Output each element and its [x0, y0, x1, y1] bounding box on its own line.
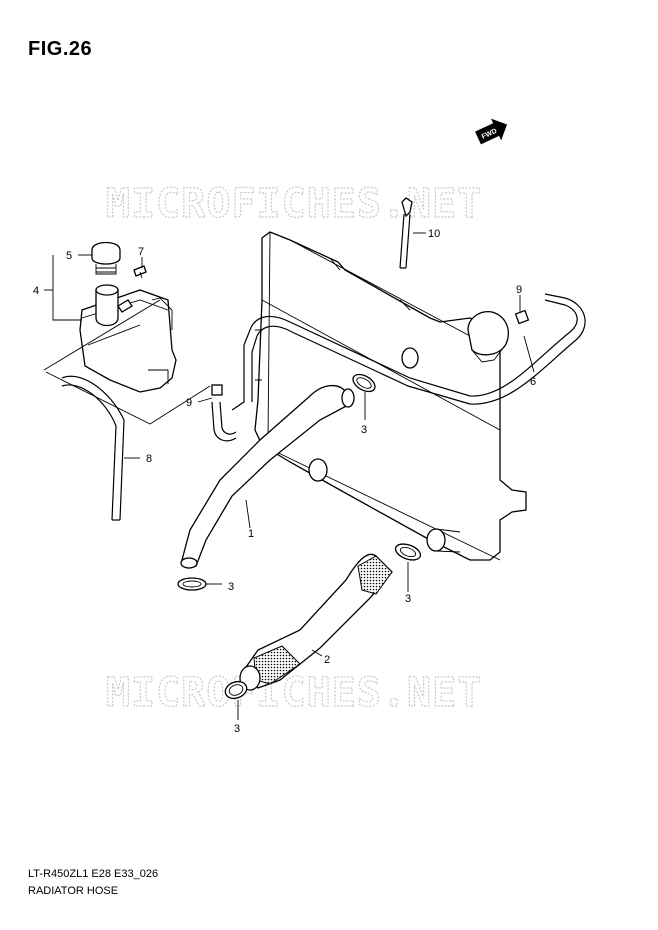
reservoir-tank [79, 284, 177, 393]
callout-3-left: 3 [228, 581, 234, 593]
tie-strap-10 [399, 197, 413, 269]
callout-9-left: 9 [186, 397, 192, 409]
callout-5: 5 [66, 250, 72, 262]
callout-6: 6 [530, 376, 536, 388]
diagram-name: RADIATOR HOSE [28, 885, 119, 897]
hose-overflow-small [211, 384, 237, 442]
watermark-top: MICROFICHES.NET [106, 181, 482, 227]
callout-4: 4 [33, 285, 39, 297]
clamp-3-left [177, 577, 207, 591]
hose-2 [239, 553, 393, 691]
hose-6 [231, 293, 586, 411]
radiator [254, 231, 527, 561]
clamp-3-upper [352, 373, 376, 393]
callout-2: 2 [324, 654, 330, 666]
figure-title: FIG.26 [28, 38, 93, 60]
hose-1 [180, 385, 355, 569]
callout-10: 10 [428, 228, 440, 240]
diagram-code: LT-R450ZL1 E28 E33_026 [28, 868, 159, 880]
callout-1: 1 [248, 528, 254, 540]
fwd-arrow-icon: FWD [475, 118, 508, 145]
clamp-3-bottom [224, 680, 248, 700]
leader-lines [43, 232, 535, 720]
clamp-3-right [394, 543, 422, 561]
watermark-bottom: MICROFICHES.NET [106, 670, 482, 716]
callout-9-right: 9 [516, 284, 522, 296]
radiator-filler-cap [467, 311, 509, 363]
callout-3-right: 3 [405, 593, 411, 605]
callout-3-upper: 3 [361, 424, 367, 436]
bolt-7 [133, 265, 147, 279]
clamp-9-right [514, 309, 530, 325]
callout-8: 8 [146, 453, 152, 465]
callout-labels: 1 2 3 3 3 3 4 5 6 7 8 9 9 10 [33, 228, 536, 735]
callout-3-bottom: 3 [234, 723, 240, 735]
reservoir-cap-5 [91, 241, 121, 275]
hose-8 [61, 375, 125, 521]
callout-7: 7 [138, 246, 144, 258]
